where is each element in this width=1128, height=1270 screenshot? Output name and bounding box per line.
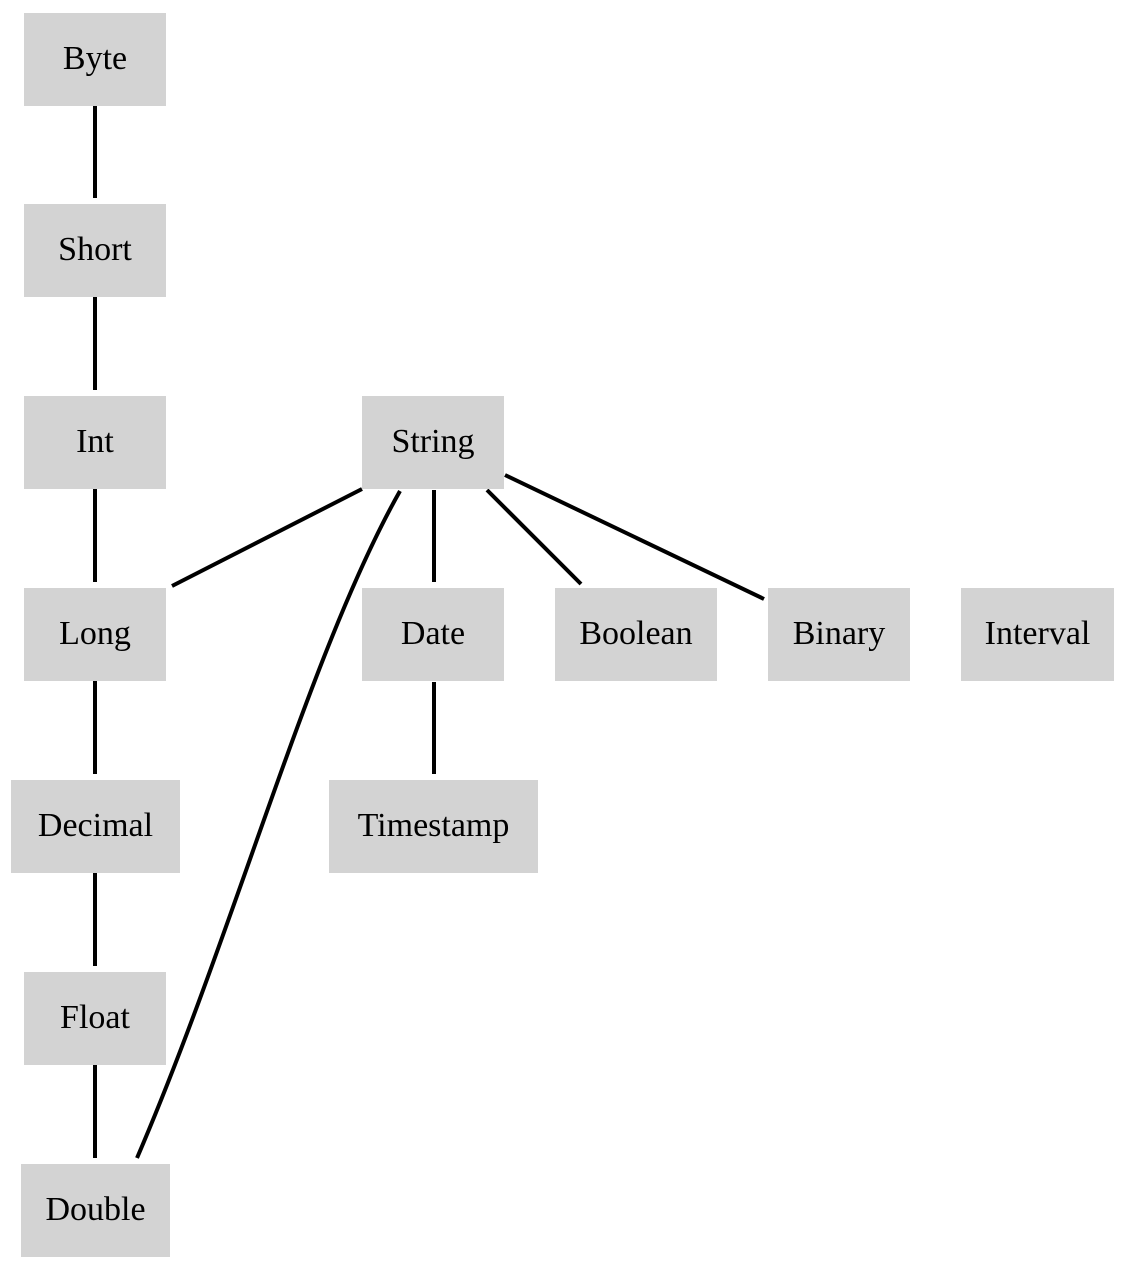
node-label-interval: Interval — [984, 614, 1091, 652]
edge-string-to-long — [171, 487, 363, 588]
node-boolean: Boolean — [555, 588, 717, 681]
node-long: Long — [24, 588, 166, 681]
node-byte: Byte — [24, 13, 166, 106]
node-label-double: Double — [45, 1190, 146, 1228]
node-int: Int — [24, 396, 166, 489]
node-timestamp: Timestamp — [329, 780, 538, 873]
node-string: String — [362, 396, 504, 489]
node-label-int: Int — [76, 422, 114, 460]
node-short: Short — [24, 204, 166, 297]
node-double: Double — [21, 1164, 170, 1257]
node-interval: Interval — [961, 588, 1114, 681]
node-label-long: Long — [59, 614, 131, 652]
node-label-byte: Byte — [62, 39, 128, 77]
node-binary: Binary — [768, 588, 910, 681]
node-date: Date — [362, 588, 504, 681]
node-float: Float — [24, 972, 166, 1065]
edge-string-to-boolean — [485, 488, 583, 586]
node-decimal: Decimal — [11, 780, 180, 873]
node-label-binary: Binary — [792, 614, 886, 652]
node-label-boolean: Boolean — [579, 614, 693, 652]
node-label-date: Date — [400, 614, 466, 652]
edge-string-to-binary — [504, 473, 765, 601]
node-label-float: Float — [60, 998, 130, 1036]
node-label-string: String — [391, 422, 475, 460]
node-label-decimal: Decimal — [37, 806, 154, 844]
node-label-short: Short — [58, 230, 132, 268]
node-label-timestamp: Timestamp — [357, 806, 510, 844]
